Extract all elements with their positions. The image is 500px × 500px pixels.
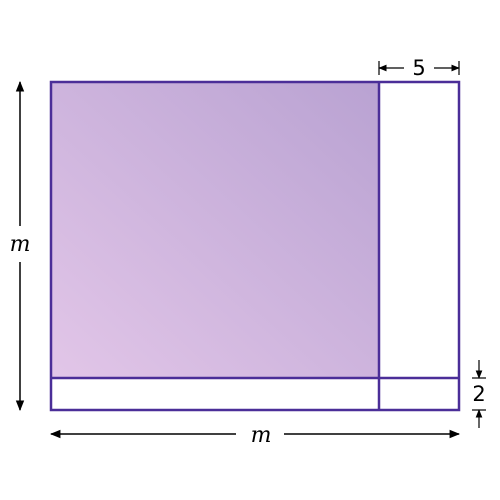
bottom-dimension-label: m bbox=[251, 423, 272, 448]
top-dimension: 5 bbox=[378, 56, 460, 80]
right-dimension: 2 bbox=[472, 360, 486, 428]
top-dimension-label: 5 bbox=[412, 56, 425, 80]
bottom-dimension: m bbox=[49, 423, 461, 448]
left-dimension: m bbox=[10, 80, 31, 412]
outer-rectangle bbox=[49, 80, 461, 412]
shaded-square-region bbox=[51, 82, 379, 378]
right-dimension-label: 2 bbox=[472, 382, 485, 406]
left-dimension-label: m bbox=[10, 232, 31, 257]
